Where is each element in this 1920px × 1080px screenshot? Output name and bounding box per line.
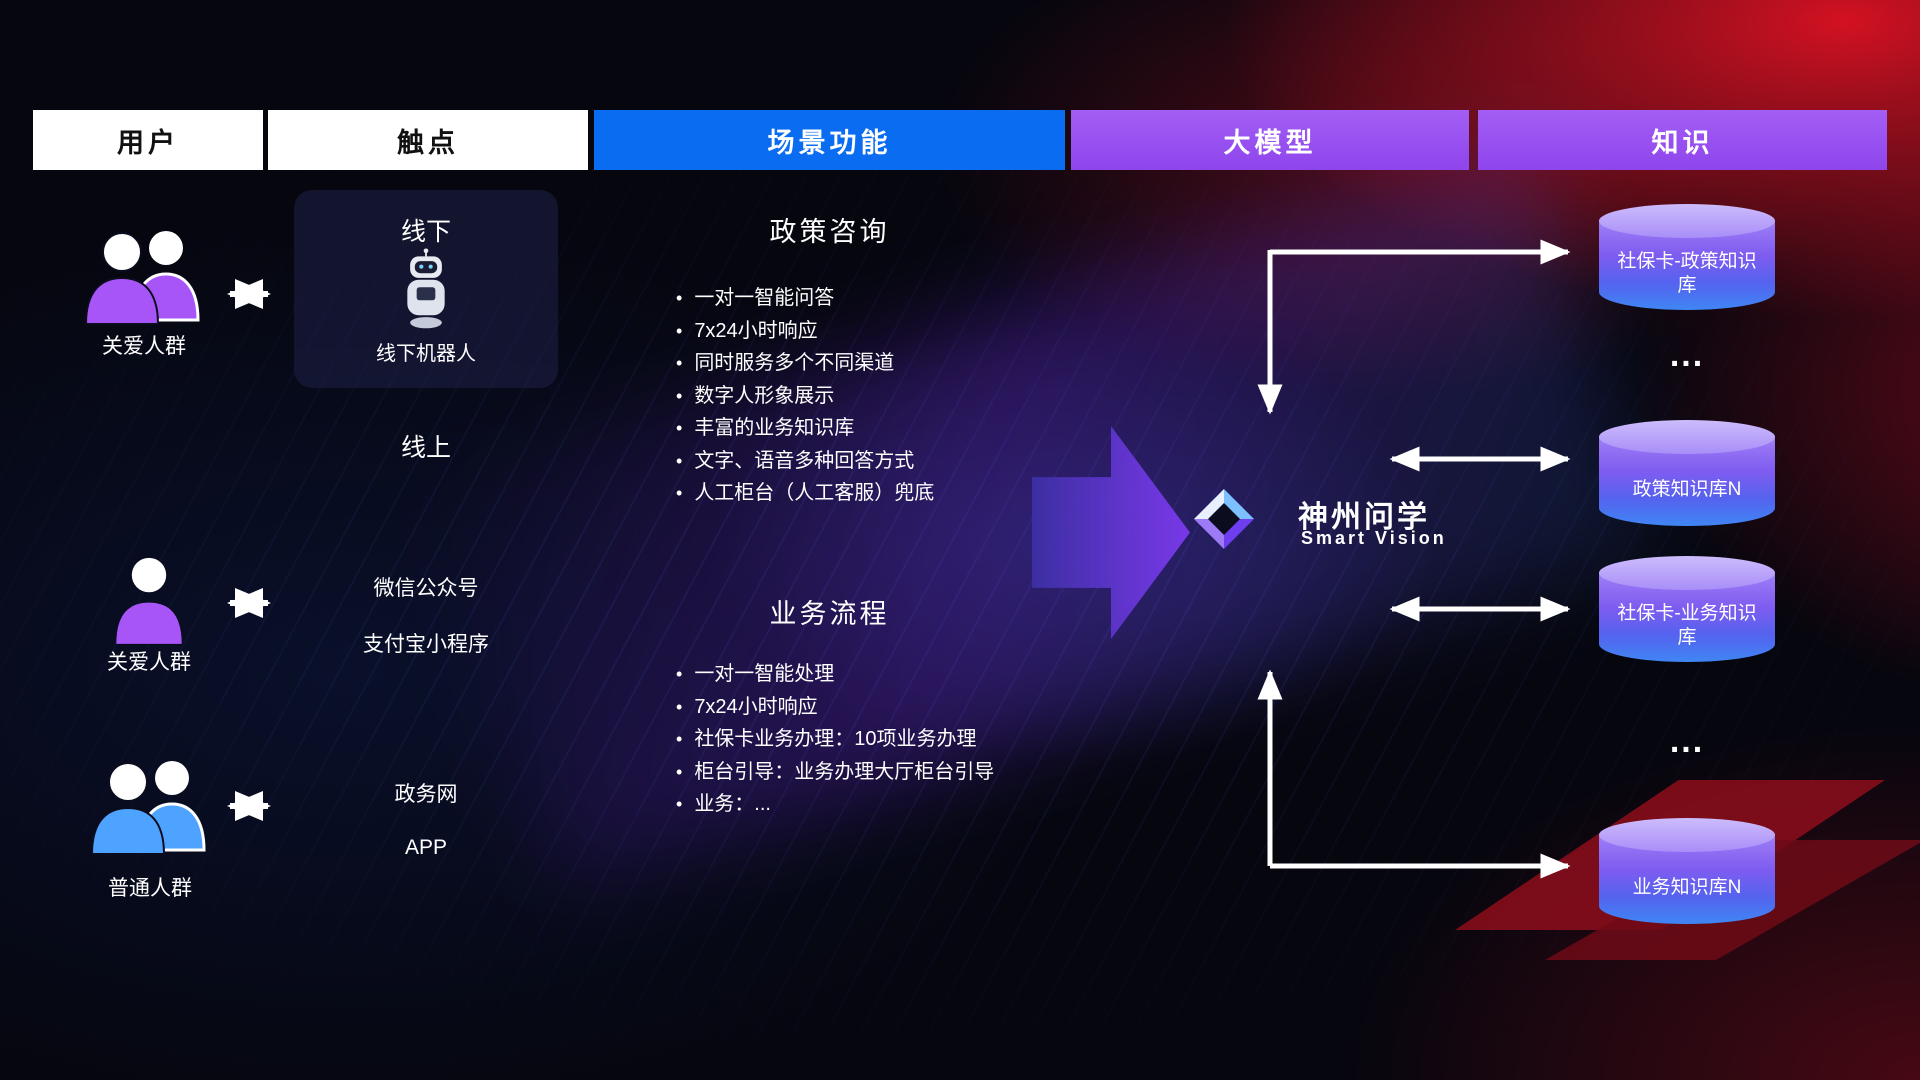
- knowledge-db-label: 社保卡-政策知识库: [1617, 251, 1757, 296]
- user-single-icon-purple: [116, 557, 182, 644]
- policy-item: 一对一智能问答: [676, 282, 934, 315]
- knowledge-db-social-policy: 社保卡-政策知识库: [1599, 204, 1775, 314]
- cylinder-top: [1599, 818, 1775, 852]
- header-column-touchpoints: 触点: [268, 110, 588, 170]
- knowledge-db-label: 业务知识库N: [1632, 877, 1742, 899]
- touchpoint-wechat: 微信公众号: [373, 577, 479, 600]
- business-feature-list: 一对一智能处理 7x24小时响应 社保卡业务办理：10项业务办理 柜台引导：业务…: [676, 658, 994, 821]
- logo-name: 神州问学: [1298, 501, 1430, 534]
- business-item: 7x24小时响应: [676, 691, 994, 724]
- header-column-users: 用户: [33, 110, 263, 170]
- business-process-title: 业务流程: [769, 599, 890, 629]
- header-column-scene-functions: 场景功能: [594, 110, 1065, 170]
- policy-item: 7x24小时响应: [676, 315, 934, 348]
- ellipsis-lower: ...: [1669, 722, 1705, 760]
- business-item: 一对一智能处理: [676, 658, 994, 691]
- online-label: 线上: [400, 434, 451, 462]
- business-item: 社保卡业务办理：10项业务办理: [676, 723, 994, 756]
- offline-robot-card: 线下 线下机器人: [294, 190, 558, 388]
- touchpoint-alipay: 支付宝小程序: [363, 633, 489, 656]
- knowledge-db-social-business: 社保卡-业务知识库: [1599, 556, 1775, 666]
- touchpoint-app: APP: [404, 836, 448, 859]
- header-column-large-model: 大模型: [1071, 110, 1469, 170]
- policy-feature-list: 一对一智能问答 7x24小时响应 同时服务多个不同渠道 数字人形象展示 丰富的业…: [676, 282, 934, 510]
- business-item: 业务：...: [676, 788, 994, 821]
- policy-consult-title: 政策咨询: [769, 217, 890, 247]
- policy-item: 同时服务多个不同渠道: [676, 347, 934, 380]
- touchpoint-gov-web: 政务网: [394, 783, 458, 806]
- ellipsis-upper: ...: [1669, 336, 1705, 374]
- knowledge-db-policy-n: 政策知识库N: [1599, 420, 1775, 530]
- policy-item: 丰富的业务知识库: [676, 412, 934, 445]
- smart-vision-logo-diamond-icon: [1194, 489, 1254, 549]
- policy-item: 文字、语音多种回答方式: [676, 445, 934, 478]
- logo-subtitle: Smart Vision: [1301, 528, 1447, 548]
- policy-item: 数字人形象展示: [676, 380, 934, 413]
- knowledge-db-label: 政策知识库N: [1632, 479, 1742, 501]
- offline-robot-label: 线下机器人: [376, 343, 476, 365]
- user-label-general-group: 普通人群: [108, 877, 192, 900]
- user-label-care-group-1: 关爱人群: [102, 335, 186, 358]
- business-item: 柜台引导：业务办理大厅柜台引导: [676, 756, 994, 789]
- robot-icon: [407, 248, 445, 329]
- offline-title: 线下: [400, 218, 451, 246]
- user-group-icon-purple: [84, 231, 200, 325]
- cylinder-top: [1599, 556, 1775, 590]
- user-group-icon-blue: [90, 761, 206, 855]
- header-column-knowledge: 知识: [1478, 110, 1887, 170]
- cylinder-top: [1599, 420, 1775, 454]
- knowledge-db-label: 社保卡-业务知识库: [1617, 603, 1757, 648]
- user-label-care-group-2: 关爱人群: [107, 651, 191, 674]
- knowledge-db-business-n: 业务知识库N: [1599, 818, 1775, 928]
- policy-item: 人工柜台（人工客服）兜底: [676, 477, 934, 510]
- cylinder-top: [1599, 204, 1775, 238]
